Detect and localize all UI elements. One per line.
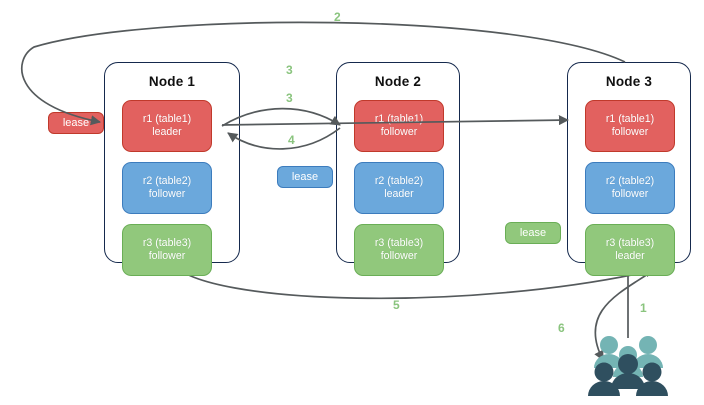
node-3-replica-r1-role: follower (611, 126, 649, 138)
node-2-replica-r3-role: follower (380, 250, 418, 262)
node-1-replica-r2-role: follower (148, 188, 186, 200)
node-1-replica-r2[interactable]: r2 (table2) follower (122, 162, 212, 214)
node-3-replica-r3-name: r3 (table3) (605, 236, 655, 249)
lease-blue[interactable]: lease (277, 166, 333, 188)
node-2-replica-r2-role: leader (384, 188, 414, 200)
node-1-replica-r1[interactable]: r1 (table1) leader (122, 100, 212, 152)
step-label-1: 1 (640, 301, 647, 315)
edge-step-3-lower (221, 107, 341, 127)
step-label-4: 4 (288, 133, 295, 147)
node-1-title: Node 1 (148, 74, 196, 89)
lease-red[interactable]: lease (48, 112, 104, 134)
step-label-5: 5 (393, 298, 400, 312)
edge-step-2 (21, 21, 626, 126)
node-1-replica-r3[interactable]: r3 (table3) follower (122, 224, 212, 276)
node-2-replica-r1[interactable]: r1 (table1) follower (354, 100, 444, 152)
node-3-replica-r1-name: r1 (table1) (605, 112, 655, 125)
node-2-replica-r2[interactable]: r2 (table2) leader (354, 162, 444, 214)
node-3-replica-r2[interactable]: r2 (table2) follower (585, 162, 675, 214)
edge-step-4 (227, 127, 341, 150)
edge-step-5 (172, 263, 656, 300)
node-3-replica-r2-role: follower (611, 188, 649, 200)
node-2[interactable]: Node 2 r1 (table1) follower r2 (table2) … (336, 62, 460, 276)
edge-step-6 (594, 269, 655, 361)
node-3-replica-r2-name: r2 (table2) (605, 174, 655, 187)
node-2-title: Node 2 (374, 74, 422, 89)
node-1[interactable]: Node 1 r1 (table1) leader r2 (table2) fo… (104, 62, 240, 276)
users-icon-front-row (588, 354, 668, 396)
node-1-replica-r2-name: r2 (table2) (142, 174, 192, 187)
node-1-replica-r3-role: follower (148, 250, 186, 262)
node-1-replica-r1-name: r1 (table1) (142, 112, 192, 125)
lease-green[interactable]: lease (505, 222, 561, 244)
step-label-3-upper: 3 (286, 63, 293, 77)
step-label-2: 2 (334, 10, 341, 24)
step-label-6: 6 (558, 321, 565, 335)
node-2-replica-r3-name: r3 (table3) (374, 236, 424, 249)
node-1-replica-r1-role: leader (152, 126, 182, 138)
node-2-replica-r3[interactable]: r3 (table3) follower (354, 224, 444, 276)
node-3-replica-r1[interactable]: r1 (table1) follower (585, 100, 675, 152)
node-3-replica-r3-role: leader (615, 250, 645, 262)
node-1-replica-r3-name: r3 (table3) (142, 236, 192, 249)
node-2-replica-r2-name: r2 (table2) (374, 174, 424, 187)
step-label-3-lower: 3 (286, 91, 293, 105)
edge-step-3-upper (221, 115, 570, 126)
node-3-title: Node 3 (605, 74, 653, 89)
node-2-replica-r1-role: follower (380, 126, 418, 138)
